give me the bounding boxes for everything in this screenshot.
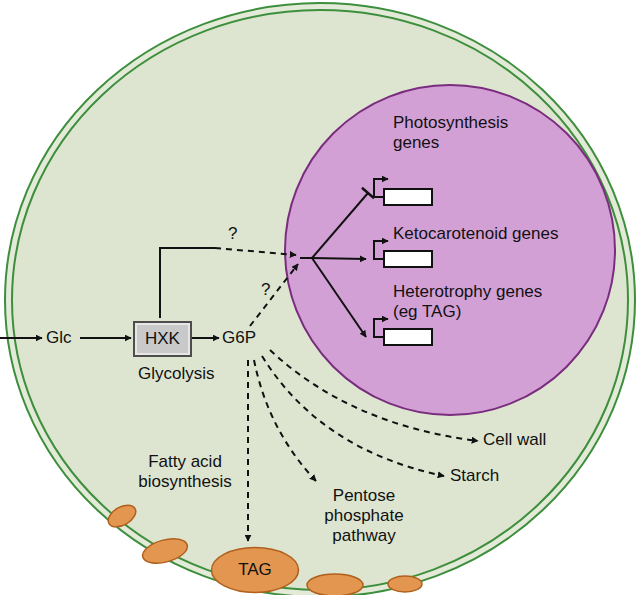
cell-wall-arrow (270, 350, 478, 441)
cell-outer-wall (5, 3, 635, 595)
metabolite-label: G6P (222, 328, 256, 348)
g6p-signal-dashed (250, 264, 298, 326)
node-text: HXK (145, 329, 180, 349)
pathway-label: Pentose phosphate pathway (318, 486, 410, 546)
node-text: Heterotrophy genes (eg TAG) (393, 282, 558, 322)
glucose-uptake-arrow (0, 337, 42, 339)
pathway-label: Cell wall (483, 430, 546, 450)
starch-arrow (262, 356, 444, 476)
droplet-ellipse (212, 548, 299, 593)
hxk-signal-dashed (215, 248, 296, 255)
cell-membrane (12, 10, 628, 590)
question-mark: ? (261, 280, 270, 300)
gene-rectangle (383, 188, 433, 206)
fatty-acid-arrow (247, 360, 249, 541)
node-text: Photosynthesis genes (393, 113, 523, 153)
gene-box: Photosynthesis genes (383, 113, 523, 206)
lipid-droplet (140, 534, 190, 567)
metabolite-label: Glc (46, 328, 72, 348)
repression-bar (362, 188, 374, 198)
enzyme-box: HXK (133, 321, 192, 357)
hxk-signal-line (160, 248, 215, 318)
nucleus (285, 85, 615, 415)
activation-arrow (312, 258, 366, 259)
pathway-label: Fatty acid biosynthesis (130, 452, 240, 492)
lipid-droplet-node: TAG (210, 546, 300, 594)
question-mark: ? (228, 224, 237, 244)
activation-arrow (312, 258, 366, 337)
pentose-arrow (254, 360, 316, 481)
lipid-droplet (388, 576, 422, 592)
pathway-label: Starch (450, 466, 499, 486)
node-text: TAG (238, 560, 272, 580)
gene-rectangle (383, 250, 433, 268)
gene-rectangle (383, 328, 433, 346)
node-text: Ketocarotenoid genes (393, 224, 603, 244)
pathway-label: Glycolysis (138, 364, 215, 384)
lipid-droplet (105, 501, 140, 532)
repression-line (312, 193, 368, 258)
glc-to-hxk-arrow (80, 337, 131, 339)
gene-box: Ketocarotenoid genes (383, 224, 603, 268)
lipid-droplet (307, 574, 363, 595)
signal-junction (300, 257, 312, 259)
gene-box: Heterotrophy genes (eg TAG) (383, 282, 558, 346)
